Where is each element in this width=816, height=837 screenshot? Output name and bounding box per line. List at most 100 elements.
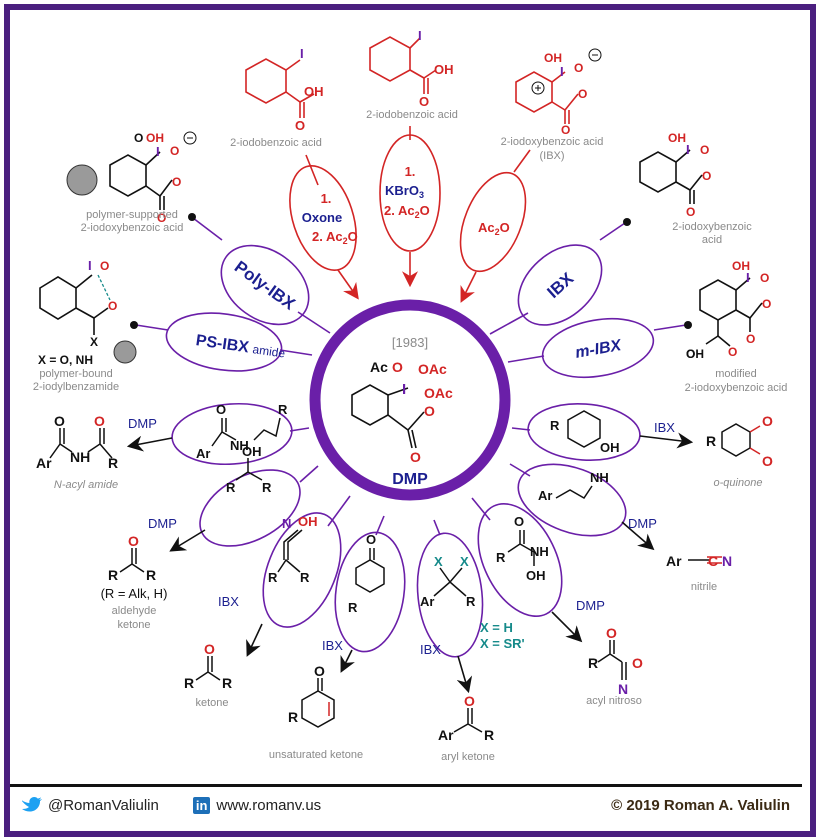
cond-right-ac2o: Ac (478, 220, 495, 235)
svg-text:Ar: Ar (438, 727, 454, 743)
label-unsaturated-ketone: unsaturated ketone (269, 749, 363, 761)
linkedin-icon: in (192, 796, 211, 814)
svg-text:I: I (746, 270, 750, 285)
label-x-h: X = H (480, 620, 513, 635)
svg-text:O: O (464, 693, 475, 709)
svg-text:O: O (94, 413, 105, 429)
svg-text:Ar: Ar (36, 455, 52, 471)
svg-text:O: O (700, 143, 709, 157)
svg-text:I: I (88, 258, 92, 273)
svg-text:KBrO3: KBrO3 (385, 183, 424, 200)
arrow-label-ibx-enone: IBX (322, 638, 343, 653)
svg-text:Ar: Ar (666, 553, 682, 569)
svg-text:OH: OH (434, 62, 454, 77)
svg-text:R: R (222, 675, 232, 691)
svg-text:OH: OH (600, 440, 620, 455)
svg-text:O: O (632, 655, 643, 671)
svg-text:O: O (746, 332, 755, 346)
structure-polymer-supported-ibx: I O OH O O O polymer-supported 2-iodoxyb… (66, 131, 197, 234)
svg-text:OH: OH (668, 131, 686, 145)
reagent-2-iodobenzoic-acid-left: I OH O 2-iodobenzoic acid (230, 46, 323, 149)
svg-text:R: R (226, 480, 236, 495)
label-aldehyde: aldehyde (112, 605, 157, 617)
svg-text:O: O (424, 403, 435, 419)
center-year: [1983] (392, 335, 428, 350)
svg-text:Ac: Ac (370, 359, 388, 375)
cond-mid-step2: 2. Ac (384, 203, 415, 218)
label-modified-2: 2-iodoxybenzoic acid (685, 382, 788, 394)
svg-text:OH: OH (526, 568, 546, 583)
label-polymer-supported: polymer-supported (86, 209, 178, 221)
svg-text:I: I (418, 28, 422, 43)
svg-text:O: O (686, 347, 695, 361)
svg-text:R: R (550, 418, 560, 433)
svg-text:R: R (278, 402, 288, 417)
reagent-label-left: 2-iodobenzoic acid (230, 137, 322, 149)
svg-text:O: O (686, 205, 695, 219)
svg-text:OH: OH (146, 131, 164, 145)
copyright: © 2019 Roman A. Valiulin (611, 796, 790, 814)
svg-text:O: O (419, 94, 429, 109)
svg-text:Ac2O: Ac2O (478, 220, 510, 237)
reagent-ibx-top-right: I OH O O O 2-iodoxybenzoic acid (IBX) (501, 48, 604, 162)
svg-text:I: I (402, 381, 406, 398)
svg-text:OH: OH (732, 259, 750, 273)
label-acyl-nitroso: acyl nitroso (586, 695, 642, 707)
svg-text:O: O (578, 87, 587, 101)
svg-text:O: O (100, 259, 109, 273)
label-aryl-ketone: aryl ketone (441, 751, 495, 763)
arrow-label-dmp-amide: DMP (128, 416, 157, 431)
twitter-handle: @RomanValiulin (48, 796, 159, 814)
svg-text:O: O (574, 61, 583, 75)
product-arrows (126, 432, 694, 694)
top-conditions: 1. Oxone 2. Ac2O 1. KBrO3 2. Ac2O Ac2O (302, 164, 510, 246)
twitter-link[interactable]: @RomanValiulin (22, 797, 159, 814)
svg-text:R: R (146, 567, 156, 583)
svg-text:I: I (560, 64, 564, 79)
svg-text:N: N (722, 553, 732, 569)
label-ketone: ketone (195, 697, 228, 709)
svg-text:OH: OH (304, 84, 324, 99)
structure-ibx-right: I OH O O O 2-iodoxybenzoic acid (639, 131, 752, 246)
label-x-sr: X = SR' (480, 636, 525, 651)
svg-text:O: O (762, 453, 773, 469)
label-ibx-right-2: acid (702, 234, 722, 246)
svg-text:I: I (156, 144, 160, 159)
label-ketone-2: ketone (117, 619, 150, 631)
petal-poly-ibx: Poly-IBX (231, 257, 299, 314)
svg-text:I: I (686, 142, 690, 157)
svg-text:OAc: OAc (418, 361, 447, 377)
svg-text:NH: NH (590, 470, 609, 485)
svg-text:X: X (434, 554, 443, 569)
website-url: www.romanv.us (216, 796, 322, 814)
svg-text:2. Ac2O: 2. Ac2O (312, 229, 358, 246)
svg-text:NH: NH (530, 544, 549, 559)
reagent-label-ibx-top: 2-iodoxybenzoic acid (501, 136, 604, 148)
reagent-2-iodobenzoic-acid-mid: I OH O 2-iodobenzoic acid (366, 28, 458, 121)
arrow-label-ibx-arylketone: IBX (420, 642, 441, 657)
svg-text:O: O (108, 299, 117, 313)
website-link[interactable]: in www.romanv.us (192, 796, 322, 814)
svg-text:O: O (514, 514, 524, 529)
label-n-acyl-amide: N-acyl amide (54, 479, 118, 491)
svg-text:O: O (392, 359, 403, 375)
label-r-alk-h: (R = Alk, H) (101, 586, 168, 601)
svg-text:O: O (314, 663, 325, 679)
reagent-petals (135, 217, 687, 379)
svg-text:2. Ac2O: 2. Ac2O (384, 203, 430, 220)
svg-text:I: I (300, 46, 304, 61)
label-polymer-bound: polymer-bound (39, 368, 112, 380)
svg-text:R: R (288, 709, 298, 725)
svg-text:O: O (134, 131, 143, 145)
arrow-label-ibx-ketone: IBX (218, 594, 239, 609)
center-dmp: [1983] I Ac O OAc OAc O O DMP (309, 299, 511, 501)
svg-text:O: O (128, 533, 139, 549)
svg-text:O: O (204, 641, 215, 657)
svg-text:Ar: Ar (538, 488, 552, 503)
cond-left-step2: 2. Ac (312, 229, 343, 244)
svg-text:NH: NH (70, 449, 90, 465)
svg-text:O: O (295, 118, 305, 133)
arrow-label-ibx-quinone: IBX (654, 420, 675, 435)
svg-text:N: N (618, 681, 628, 697)
